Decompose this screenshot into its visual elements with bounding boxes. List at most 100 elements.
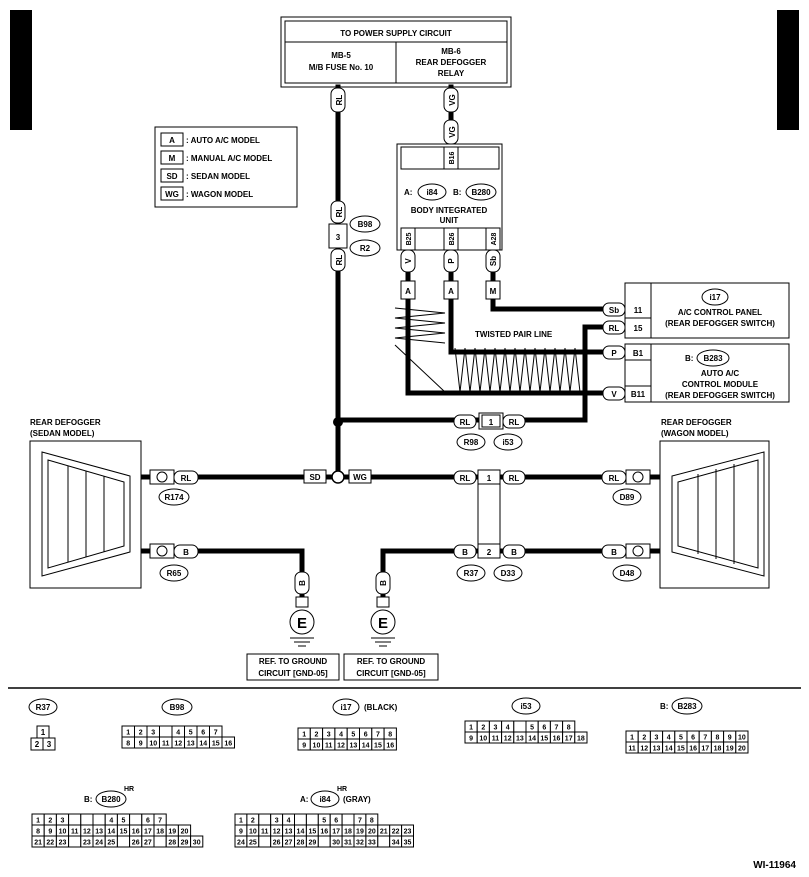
twisted-pair-line: TWISTED PAIR LINE — [394, 307, 581, 393]
pin-label: 11 — [162, 741, 170, 748]
tag-sd: SD — [303, 469, 327, 484]
pin-label: 4 — [506, 725, 510, 732]
pin-label: 13 — [516, 736, 524, 743]
legend-code-wg: WG — [165, 190, 179, 199]
pin-cell — [317, 835, 331, 848]
pin-cell — [190, 835, 204, 848]
svg-text:i17: i17 — [340, 703, 352, 712]
pin-label: 23 — [83, 840, 91, 847]
pin-label: 16 — [224, 741, 232, 748]
svg-text:WG: WG — [353, 473, 367, 482]
pin-label: 10 — [59, 829, 67, 836]
power-right-line3: RELAY — [438, 69, 465, 78]
svg-text:RL: RL — [181, 474, 192, 483]
svg-text:P: P — [447, 258, 456, 264]
pin-label: 12 — [174, 741, 182, 748]
pin-label: 10 — [149, 741, 157, 748]
auto-ac-control-module: P V B1 B11 B: B283 AUTO A/C CONTROL MODU… — [602, 343, 790, 403]
svg-text:B11: B11 — [631, 390, 646, 399]
pin-label: 10 — [738, 735, 746, 742]
svg-text:RL: RL — [509, 474, 520, 483]
wire-label-v: V — [400, 249, 416, 273]
pin-label: 26 — [273, 840, 281, 847]
pin-label: 23 — [404, 829, 412, 836]
pin-label: 11 — [261, 829, 269, 836]
pin-label: 17 — [144, 829, 152, 836]
pin-label: 2 — [251, 818, 255, 825]
pin-cell — [401, 835, 415, 848]
pin-label: 14 — [362, 743, 370, 750]
ground-left: E REF. TO GROUND CIRCUIT [GND-05] — [246, 596, 340, 681]
pin-label: 30 — [332, 840, 340, 847]
biu-pin-b26: B26 — [449, 232, 456, 245]
pin-label: 10 — [313, 743, 321, 750]
pin-label: 9 — [48, 829, 52, 836]
power-right-line2: REAR DEFOGGER — [416, 58, 487, 67]
conn-view-r37: R37 1 2 3 — [28, 698, 58, 751]
pin-label: 4 — [176, 730, 180, 737]
pin-label: 17 — [332, 829, 340, 836]
pin-cell — [341, 813, 355, 826]
svg-text:B283: B283 — [677, 702, 697, 711]
page-tab-left: R/DEF-01 — [10, 10, 32, 130]
pin-label: 7 — [158, 818, 162, 825]
pin-label: 8 — [126, 741, 130, 748]
pin-cell — [159, 725, 173, 738]
legend-text-m: : MANUAL A/C MODEL — [186, 154, 272, 163]
pin-label: 20 — [368, 829, 376, 836]
svg-text:A:: A: — [404, 188, 412, 197]
pin-label: 18 — [577, 736, 585, 743]
svg-text:D48: D48 — [620, 569, 635, 578]
svg-text:M: M — [490, 287, 497, 296]
svg-text:B:: B: — [685, 354, 693, 363]
pin-label: 14 — [297, 829, 305, 836]
defog-wagon-subtitle: (WAGON MODEL) — [661, 429, 729, 438]
pin-label: 10 — [479, 736, 487, 743]
page-tab-left-label: R/DEF-01 — [14, 37, 31, 104]
pin-cell — [735, 741, 749, 754]
pin-label: 25 — [107, 840, 115, 847]
pin-label: 3 — [327, 732, 331, 739]
defog-sedan-subtitle: (SEDAN MODEL) — [30, 429, 95, 438]
svg-text:RL: RL — [335, 207, 344, 218]
wire-label-rl-top: RL — [330, 87, 346, 113]
svg-text:RL: RL — [460, 474, 471, 483]
svg-text:1: 1 — [41, 728, 46, 737]
pin-label: 15 — [540, 736, 548, 743]
pin-label: 14 — [665, 746, 673, 753]
defog-wagon-title: REAR DEFOGGER — [661, 418, 732, 427]
pin-label: 2 — [481, 725, 485, 732]
pin-cell — [513, 720, 527, 733]
pin-cell — [294, 813, 307, 826]
svg-text:Sb: Sb — [489, 256, 498, 266]
pin-label: 33 — [368, 840, 376, 847]
svg-text:B:: B: — [660, 702, 668, 711]
pin-label: 12 — [337, 743, 345, 750]
biu-title-line1: BODY INTEGRATED — [411, 206, 488, 215]
svg-text:R65: R65 — [167, 569, 182, 578]
pin-cell — [305, 813, 319, 826]
pin-label: 28 — [168, 840, 176, 847]
pin-label: 4 — [287, 818, 291, 825]
svg-text:R37: R37 — [36, 703, 51, 712]
power-supply-box: TO POWER SUPPLY CIRCUIT MB-5 M/B FUSE No… — [280, 16, 512, 88]
pin-label: 12 — [273, 829, 281, 836]
svg-text:HR: HR — [337, 786, 347, 793]
svg-text:2: 2 — [35, 740, 40, 749]
svg-text:V: V — [404, 258, 413, 264]
pin-label: 17 — [701, 746, 709, 753]
pin-label: 15 — [120, 829, 128, 836]
ground-right: E REF. TO GROUND CIRCUIT [GND-05] — [343, 596, 439, 681]
pin-label: 30 — [193, 840, 201, 847]
power-right-line1: MB-6 — [441, 47, 461, 56]
svg-text:15: 15 — [634, 324, 643, 333]
svg-text:i53: i53 — [520, 702, 532, 711]
svg-text:R2: R2 — [360, 244, 371, 253]
pin-label: 21 — [34, 840, 42, 847]
svg-text:B:: B: — [84, 795, 92, 804]
